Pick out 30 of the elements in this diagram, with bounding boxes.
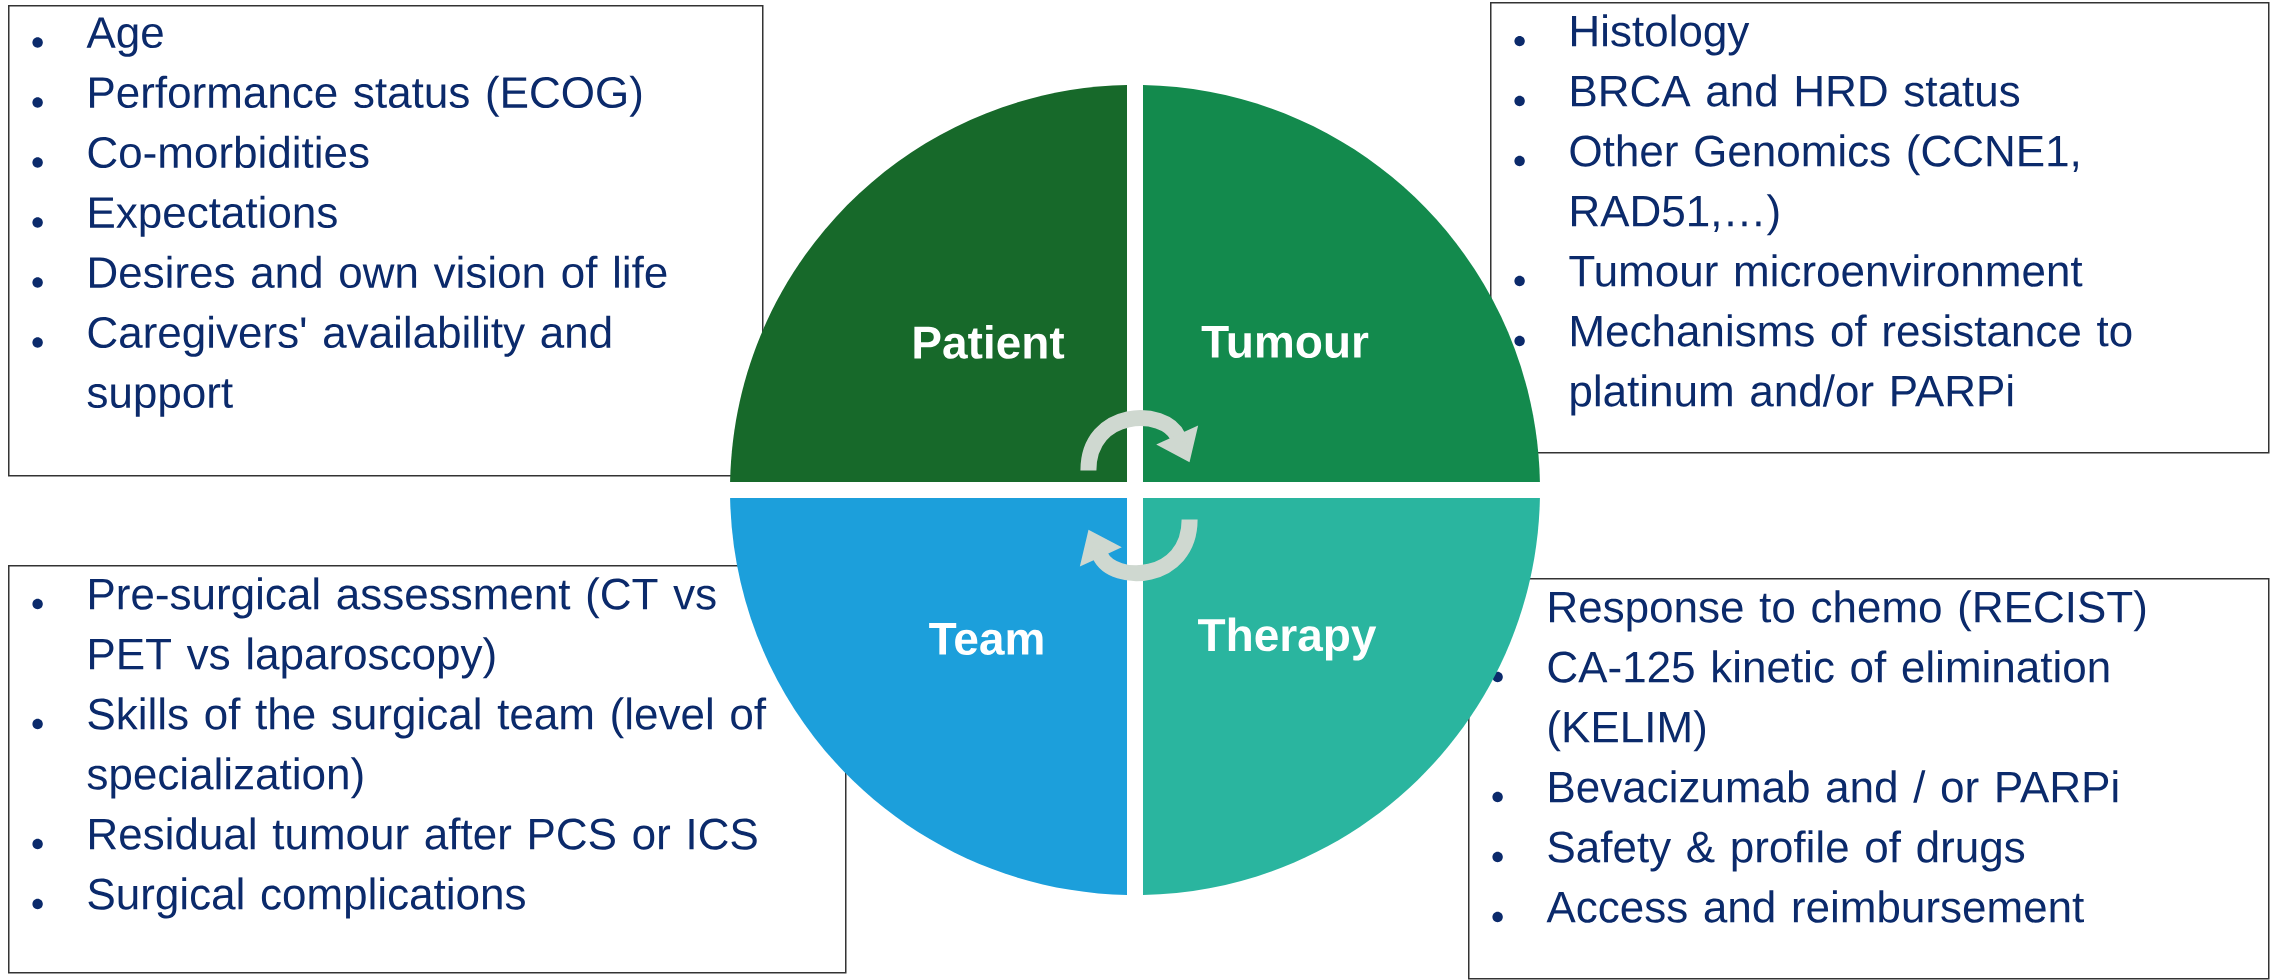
- quadrant-label: Tumour: [1201, 325, 1369, 358]
- list-item: Residual tumour after PCS or ICS: [90, 817, 757, 850]
- quadrant-label: Team: [929, 622, 1043, 655]
- list-item: Histology: [1572, 14, 1750, 56]
- list-item: Expectations: [90, 195, 337, 237]
- list-item: CA-125 kinetic of elimination (KELIM): [1548, 650, 2109, 752]
- list-item: Tumour microenvironment: [1569, 254, 2083, 287]
- list-item: Desires and own vision of life: [90, 255, 667, 289]
- list-item: Pre-surgical assessment (CT vs PET vs laparoscopy): [90, 577, 716, 679]
- list-item: Caregivers' availability and support: [87, 315, 611, 417]
- quadrant-label: Patient: [914, 325, 1065, 359]
- list-item: Age: [86, 17, 163, 57]
- list-item: Safety & profile of drugs: [1548, 830, 2025, 872]
- list-item: Skills of the surgical team (level of specialization): [87, 697, 767, 799]
- list-item: Bevacizumab and / or PARPi: [1550, 770, 2118, 803]
- list-item: Other Genomics (CCNE1, RAD51,…): [1570, 134, 2078, 236]
- quadrant-sector: [730, 85, 1127, 482]
- list-item: Performance status (ECOG): [90, 75, 642, 117]
- quadrant-sector: [1143, 497, 1540, 895]
- list-item: Surgical complications: [88, 877, 525, 919]
- list-item: Mechanisms of resistance to platinum and/or PARPi: [1571, 314, 2132, 416]
- text-box: [8, 5, 764, 477]
- list-item: Response to chemo (RECIST): [1550, 590, 2146, 632]
- quadrant-sector: [1143, 85, 1540, 482]
- text-box: [1490, 2, 2270, 454]
- list-item: Co-morbidities: [88, 135, 369, 169]
- quadrant-label: Therapy: [1198, 617, 1377, 661]
- list-item: BRCA and HRD status: [1572, 74, 2020, 107]
- list-item: Access and reimbursement: [1546, 890, 2084, 923]
- text-box: [1468, 578, 2270, 980]
